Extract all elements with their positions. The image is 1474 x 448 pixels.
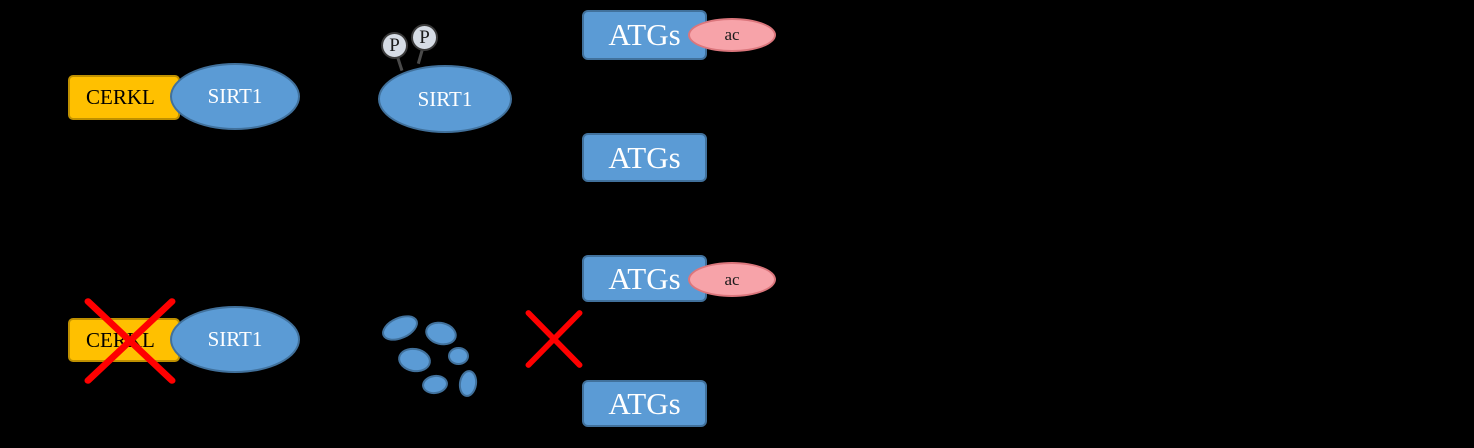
atgs-acetylated-label-top: ATGs <box>608 17 681 52</box>
sirt1-ellipse-top: SIRT1 <box>170 63 300 130</box>
atgs-acetylated-label-bottom: ATGs <box>608 260 681 296</box>
red-x-icon-blocked <box>522 308 586 370</box>
degraded-sirt1-fragment <box>422 318 460 349</box>
phospho-label-2: P <box>419 26 430 48</box>
acetyl-label-top: ac <box>724 25 740 44</box>
atgs-deacetylated-label-top: ATGs <box>608 139 681 175</box>
phospho-label-1: P <box>389 34 400 56</box>
acetyl-badge-bottom: ac <box>688 262 776 297</box>
degraded-sirt1-fragment <box>378 310 422 346</box>
degraded-sirt1-fragment <box>396 345 433 375</box>
degraded-sirt1-fragment <box>420 373 450 396</box>
atgs-label-bottom: ATGs <box>608 385 681 421</box>
sirt1-phosphorylated-label: SIRT1 <box>417 86 473 111</box>
atgs-deacetylated-box-top: ATGs <box>582 133 707 182</box>
atgs-box-bottom: ATGs <box>582 380 707 427</box>
atgs-acetylated-box-top: ATGs <box>582 10 707 60</box>
sirt1-label-bottom: SIRT1 <box>207 327 263 351</box>
degraded-sirt1-fragment <box>457 368 479 399</box>
sirt1-ellipse-bottom: SIRT1 <box>170 306 300 373</box>
acetyl-label-bottom: ac <box>724 269 740 289</box>
phospho-icon-1: P <box>381 32 408 59</box>
sirt1-phosphorylated-ellipse: SIRT1 <box>378 65 512 133</box>
cerkl-label-top: CERKL <box>86 85 155 109</box>
phospho-icon-2: P <box>411 24 438 51</box>
acetyl-badge-top: ac <box>688 18 776 52</box>
sirt1-label-top: SIRT1 <box>207 84 263 108</box>
degraded-sirt1-fragment <box>448 347 469 365</box>
red-x-icon-cerkl <box>80 296 180 386</box>
cerkl-box-top: CERKL <box>68 75 180 120</box>
atgs-acetylated-box-bottom: ATGs <box>582 255 707 302</box>
